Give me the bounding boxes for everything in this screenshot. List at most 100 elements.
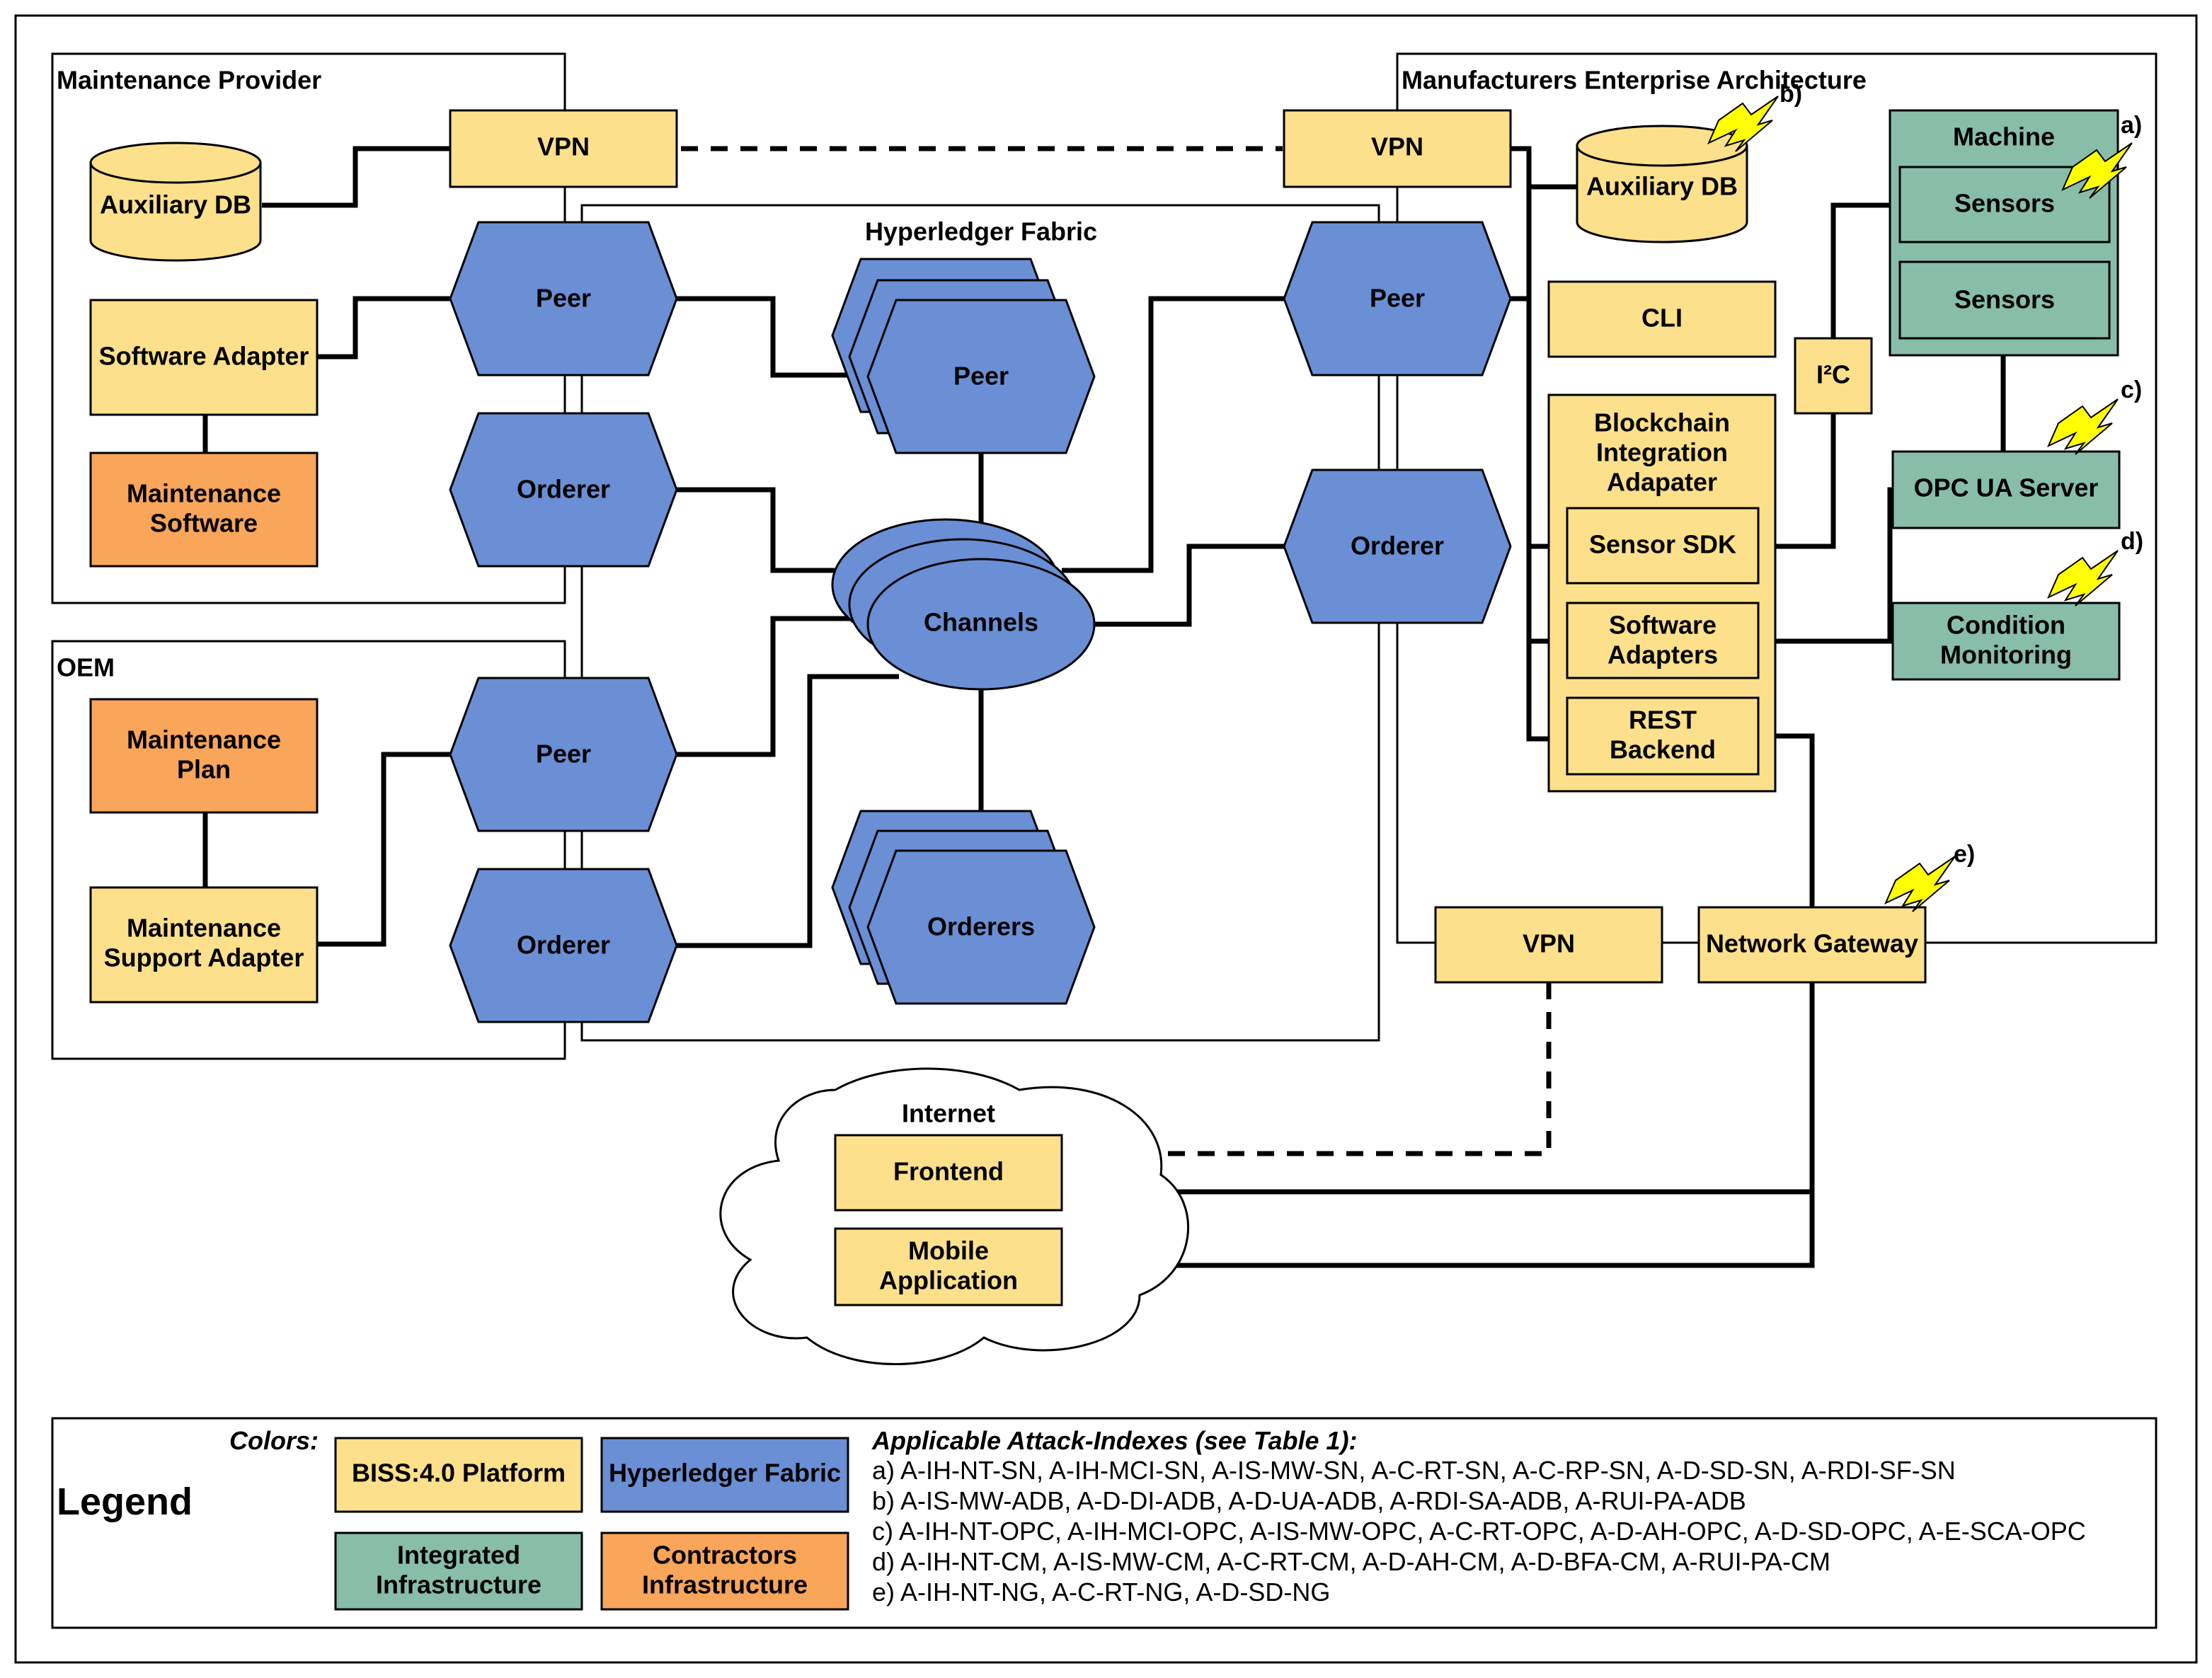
svg-text:Orderer: Orderer [517, 931, 610, 960]
svg-text:Machine: Machine [1953, 122, 2055, 151]
software-adapters: Software Adapters [1566, 602, 1760, 679]
svg-text:Peer: Peer [536, 740, 591, 769]
svg-text:Adapters: Adapters [1608, 640, 1718, 670]
mfr-auxiliary-db: Auxiliary DB [1576, 125, 1748, 243]
mfr-orderer: Orderer [1283, 469, 1512, 624]
legend-colors-label: Colors: [229, 1426, 319, 1455]
mp-orderer: Orderer [449, 412, 678, 568]
mfr-peer: Peer [1283, 221, 1512, 377]
svg-text:Orderer: Orderer [1351, 531, 1444, 561]
attack-bolt-d: d) [2048, 528, 2143, 607]
svg-text:OPC UA Server: OPC UA Server [1914, 473, 2099, 502]
svg-text:a): a) [2121, 112, 2142, 139]
bottom-vpn: VPN [1434, 906, 1663, 984]
network-gateway: Network Gateway [1697, 906, 1927, 984]
attack-bolt-b: b) [1708, 81, 1802, 152]
condition-monitoring: Condition Monitoring [1891, 602, 2121, 681]
manufacturers-label: Manufacturers Enterprise Architecture [1402, 66, 1867, 95]
legend-hyperledger-label: Hyperledger Fabric [609, 1459, 841, 1488]
mp-peer: Peer [449, 221, 678, 377]
maintenance-provider-label: Maintenance Provider [57, 66, 321, 95]
legend-attack-title: Applicable Attack-Indexes (see Table 1): [871, 1426, 1358, 1455]
svg-text:VPN: VPN [537, 132, 590, 161]
svg-text:Support Adapter: Support Adapter [104, 943, 304, 972]
svg-text:VPN: VPN [1523, 929, 1575, 958]
svg-text:I²C: I²C [1816, 360, 1850, 389]
svg-text:Integration: Integration [1596, 438, 1728, 467]
hf-orderers-stack: Orderers [831, 810, 1096, 1005]
svg-text:Application: Application [879, 1266, 1018, 1295]
rest-backend: REST Backend [1566, 696, 1760, 776]
mp-vpn: VPN [449, 109, 678, 188]
svg-text:d): d) [2121, 528, 2143, 555]
legend-attack-line-d: d) A-IH-NT-CM, A-IS-MW-CM, A-C-RT-CM, A-… [872, 1547, 1830, 1576]
mobile-application: Mobile Application [834, 1227, 1063, 1306]
internet-cloud: Internet [719, 1067, 1190, 1365]
i2c: I²C [1794, 337, 1873, 415]
svg-text:b): b) [1780, 81, 1802, 108]
svg-text:Adapater: Adapater [1607, 468, 1717, 497]
oem-maintenance-support-adapter: Maintenance Support Adapter [89, 886, 319, 1004]
legend-integrated-label-1: Integrated [397, 1541, 520, 1570]
attack-bolt-e: e) [1885, 841, 1975, 912]
cli: CLI [1547, 280, 1777, 358]
svg-text:Maintenance: Maintenance [127, 725, 281, 754]
svg-text:Peer: Peer [536, 284, 591, 313]
outer-frame [14, 14, 2198, 1664]
legend-integrated-label-2: Infrastructure [376, 1570, 541, 1599]
mp-auxiliary-db: Auxiliary DB [89, 142, 262, 262]
svg-text:Monitoring: Monitoring [1940, 640, 2072, 670]
oem-frame [51, 640, 566, 1060]
svg-text:e): e) [1954, 841, 1975, 868]
internet-label: Internet [902, 1099, 995, 1128]
legend-swatch-hyperledger [600, 1437, 849, 1513]
attack-bolt-c: c) [2048, 377, 2142, 455]
svg-text:Software: Software [1609, 611, 1717, 640]
hf-peer-stack: Peer [831, 258, 1096, 454]
sensor-sdk: Sensor SDK [1566, 507, 1760, 585]
mp-software-adapter: Software Adapter [89, 299, 319, 416]
svg-text:Channels: Channels [924, 608, 1038, 637]
attack-bolt-a: a) [2062, 112, 2142, 199]
svg-text:CLI: CLI [1641, 304, 1683, 333]
oem-peer: Peer [449, 677, 678, 832]
svg-text:Condition: Condition [1947, 611, 2065, 640]
legend-attack-line-a: a) A-IH-NT-SN, A-IH-MCI-SN, A-IS-MW-SN, … [872, 1456, 1956, 1485]
legend-contractors-label-2: Infrastructure [642, 1570, 808, 1599]
legend-contractors-label-1: Contractors [653, 1541, 797, 1570]
svg-text:Mobile: Mobile [908, 1236, 989, 1265]
sensors-1-label: Sensors [1954, 189, 2055, 218]
svg-text:Peer: Peer [1370, 284, 1425, 313]
mp-maintenance-software: Maintenance Software [89, 452, 319, 568]
hf-channels: Channels [831, 518, 1096, 691]
legend-title: Legend [57, 1481, 193, 1523]
hyperledger-fabric-label: Hyperledger Fabric [865, 217, 1097, 246]
oem-maintenance-plan: Maintenance Plan [89, 698, 319, 814]
svg-text:c): c) [2121, 377, 2142, 403]
legend-biss-label: BISS:4.0 Platform [352, 1459, 566, 1488]
svg-text:Backend: Backend [1610, 735, 1716, 764]
svg-text:Sensor SDK: Sensor SDK [1589, 530, 1736, 559]
svg-text:Software: Software [150, 509, 258, 538]
sensors-2 [1898, 260, 2111, 340]
svg-text:REST: REST [1629, 706, 1697, 735]
opc-ua-server: OPC UA Server [1891, 450, 2121, 529]
svg-text:Network Gateway: Network Gateway [1706, 929, 1918, 958]
svg-text:Auxiliary DB: Auxiliary DB [100, 190, 251, 219]
svg-text:VPN: VPN [1371, 132, 1423, 161]
svg-text:Orderer: Orderer [517, 475, 610, 504]
svg-text:Frontend: Frontend [893, 1157, 1004, 1186]
svg-text:Auxiliary DB: Auxiliary DB [1586, 172, 1738, 201]
svg-text:Blockchain: Blockchain [1594, 408, 1730, 437]
svg-text:Software Adapter: Software Adapter [99, 342, 309, 371]
oem-orderer: Orderer [449, 868, 678, 1023]
legend-attack-line-c: c) A-IH-NT-OPC, A-IH-MCI-OPC, A-IS-MW-OP… [872, 1517, 2086, 1546]
sensors-2-label: Sensors [1954, 285, 2055, 314]
legend-swatch-biss [334, 1437, 583, 1513]
svg-text:Orderers: Orderers [927, 912, 1035, 941]
svg-text:Maintenance: Maintenance [127, 479, 281, 508]
legend: Legend Colors: BISS:4.0 Platform Hyperle… [51, 1417, 2157, 1629]
oem-label: OEM [57, 653, 115, 682]
machine: Machine Sensors Sensors [1889, 109, 2119, 357]
